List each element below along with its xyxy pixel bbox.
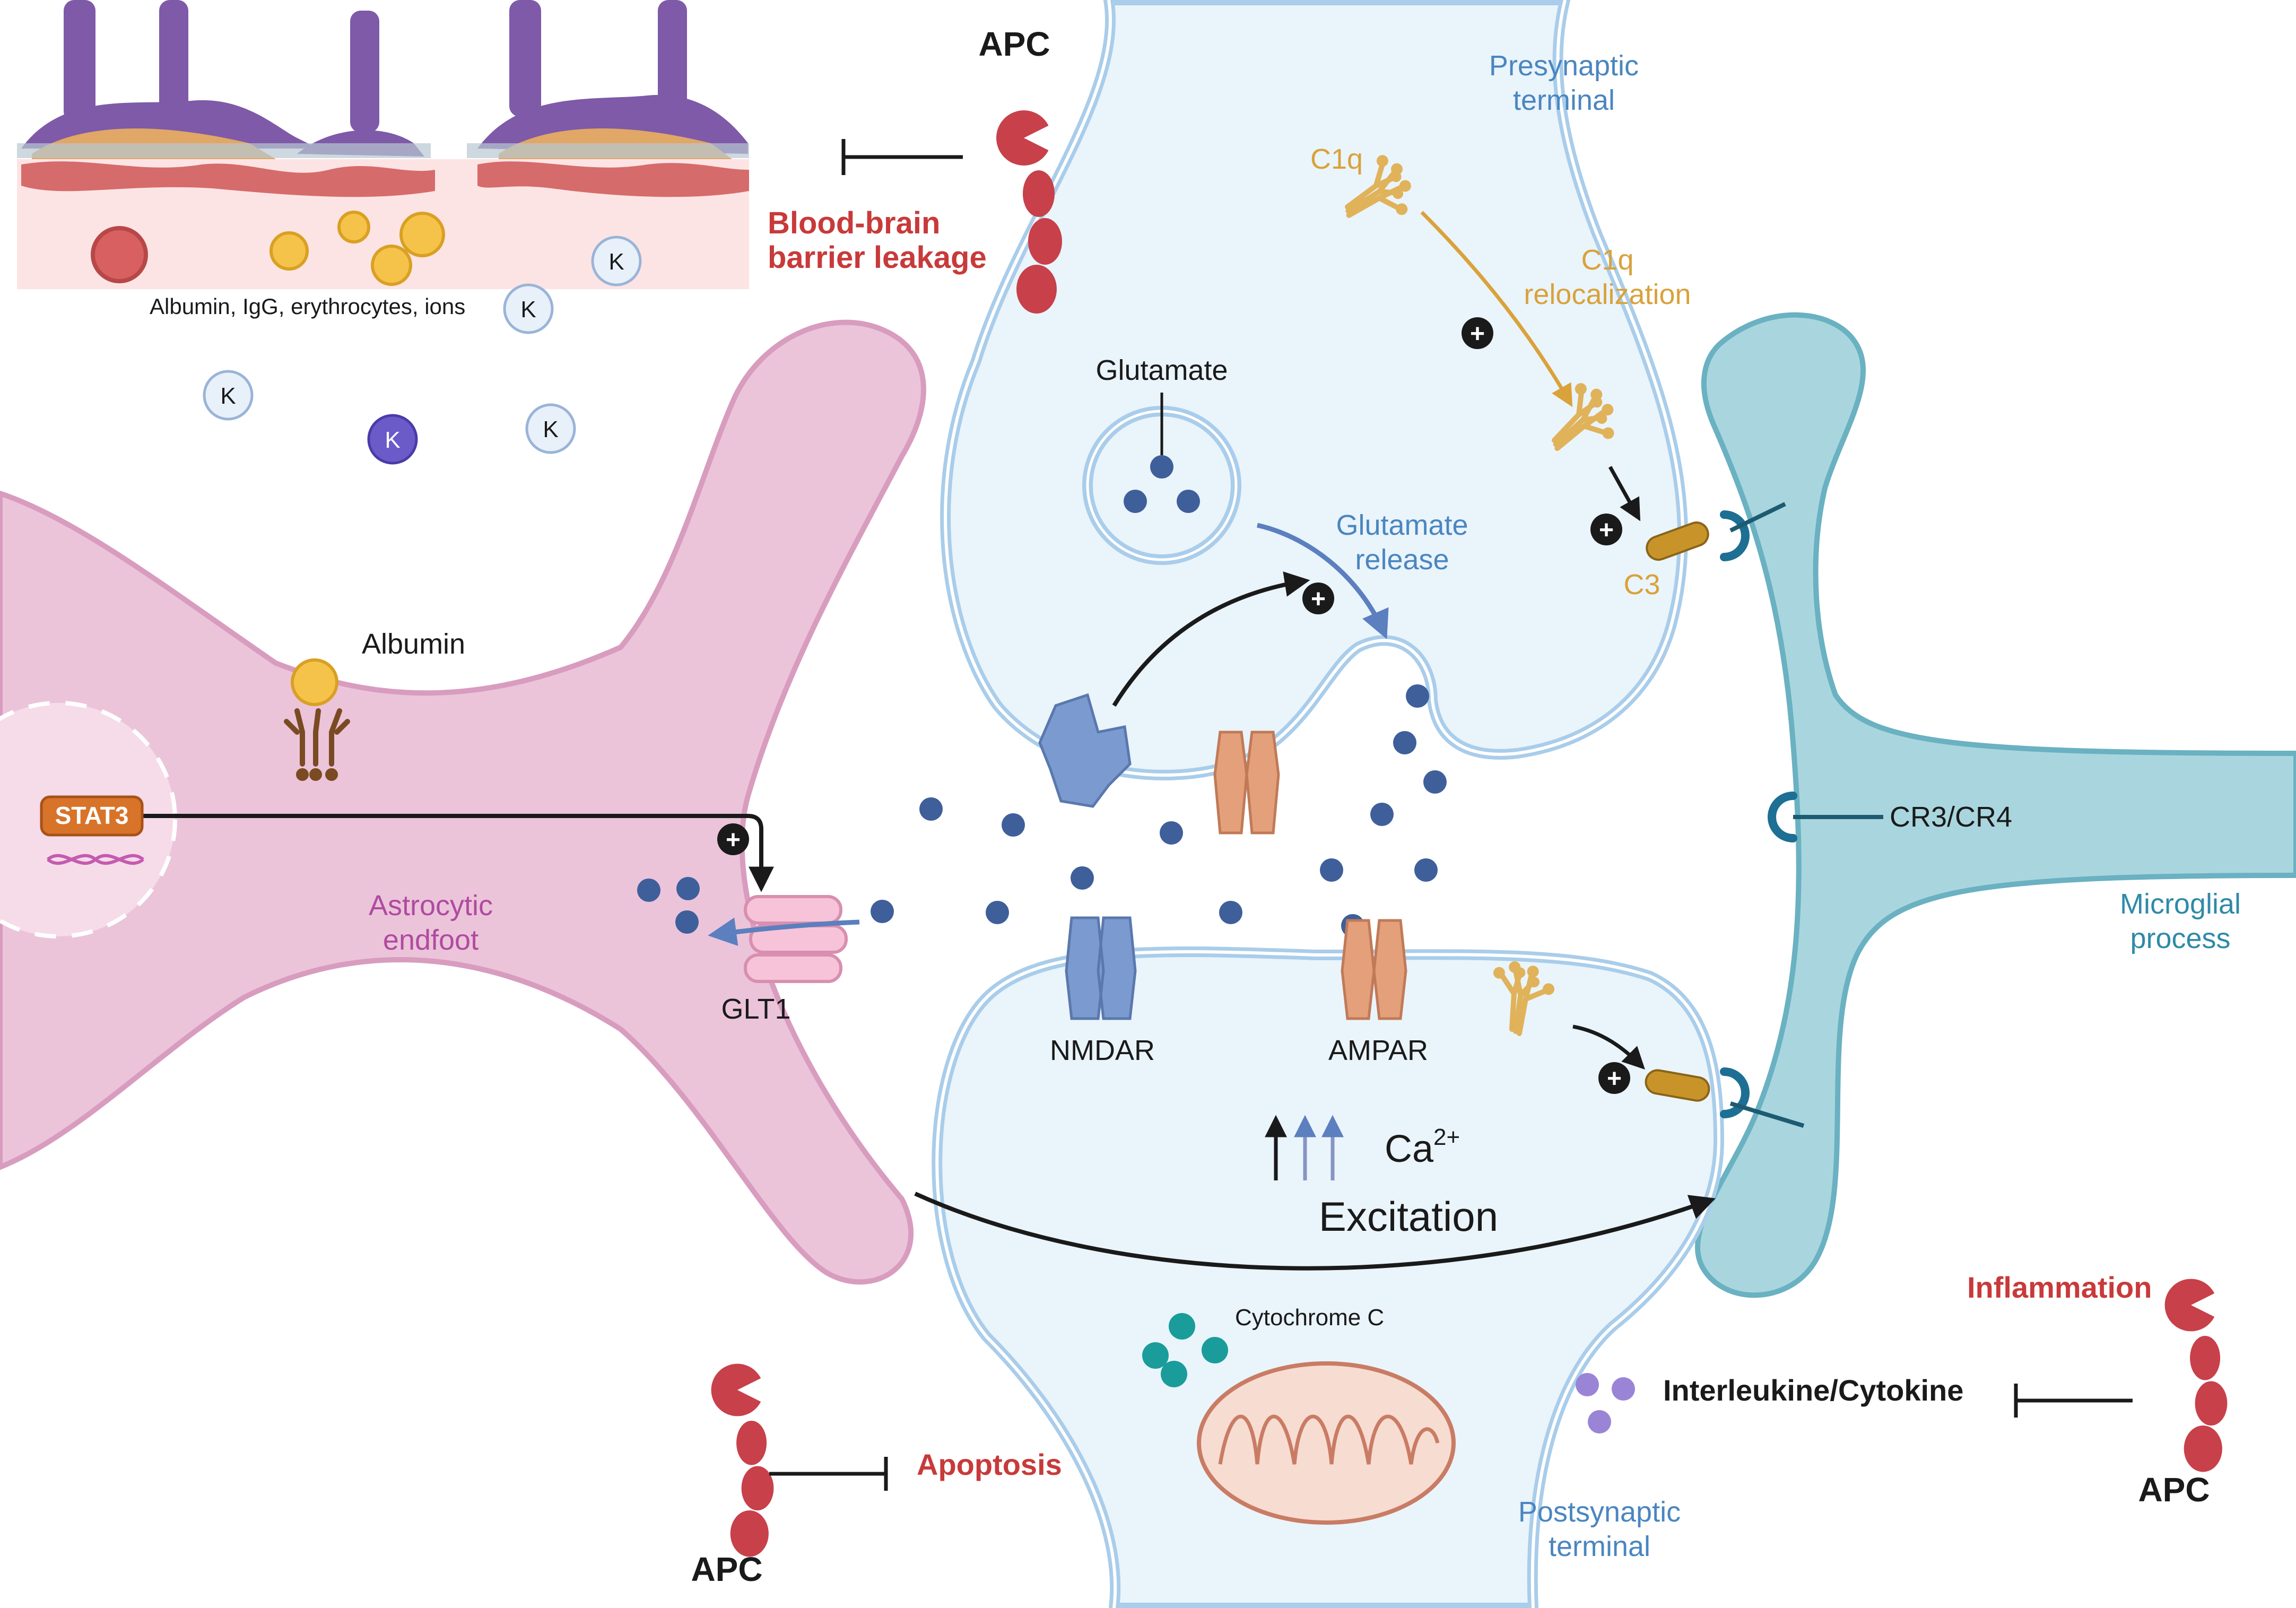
cr3-receptor-top [1724,502,1786,557]
svg-text:+: + [726,826,741,854]
nmdar-label: NMDAR [1050,1035,1155,1066]
svg-text:K: K [608,249,624,275]
inhibit-bbb [841,139,963,175]
svg-text:K: K [520,297,536,323]
presynaptic-label: Presynaptic [1489,50,1639,82]
ion-k: K [591,236,642,286]
ampar-cleft [1213,731,1280,835]
svg-text:K: K [385,427,400,453]
cytochrome-c-molecules [1142,1313,1228,1387]
apc-bottom-left-label: APC [691,1550,762,1588]
ion-k: K [203,370,254,421]
ion-k: K [367,414,418,465]
plus-sign-release: + [1302,583,1334,614]
glutamate-label: Glutamate [1095,354,1228,386]
nmdar-to-release-arrow [1112,571,1310,707]
potassium-ions: K K K K K [203,236,642,465]
glt1-uptake-arrow [708,917,860,946]
c1q-relocalization-label-2: relocalization [1524,279,1691,310]
interleukine-label: Interleukine/Cytokine [1663,1374,1963,1407]
microglial-process-label-2: process [2130,923,2230,954]
plus-sign-stat3: + [717,823,749,855]
glutamate-release-label: Glutamate [1336,509,1468,541]
svg-text:+: + [1470,320,1485,348]
microglial-process-label: Microglial [2120,888,2241,920]
svg-text:STAT3: STAT3 [55,802,129,829]
excitation-arrow [914,1192,1716,1271]
ion-k: K [503,283,554,334]
postsynaptic-label-2: terminal [1549,1531,1650,1562]
presynaptic-label-2: terminal [1513,84,1615,116]
c1q-label: C1q [1310,143,1363,175]
glutamate-release-label-2: release [1355,544,1449,576]
calcium-label: Ca2+ [1385,1124,1460,1170]
cytochrome-c-label: Cytochrome C [1235,1305,1384,1331]
cr3-receptor-bottom [1724,1072,1805,1128]
albumin-receptor [284,658,350,781]
plus-sign-c3-bottom: + [1598,1062,1630,1094]
svg-text:+: + [1311,585,1326,613]
c1q-relocalization-label: C1q [1581,244,1633,276]
svg-text:+: + [1599,516,1614,544]
inhibit-cytokine [2014,1384,2133,1418]
bbb-panel [17,0,749,289]
bbb-leakage-label: Blood-brain [768,206,940,240]
inhibit-apoptosis [769,1457,888,1491]
c1q-to-c3-arrow-top [1608,466,1641,521]
calcium-rise-arrows [1265,1115,1344,1180]
apoptosis-label: Apoptosis [917,1448,1062,1481]
cr3cr4-label: CR3/CR4 [1890,801,2012,833]
apc-protein-bottom-left [711,1363,774,1557]
bbb-leakage-label-2: barrier leakage [768,240,987,275]
albumin-label: Albumin [362,628,465,660]
postsynaptic-label: Postsynaptic [1518,1496,1681,1528]
presynaptic-terminal [940,0,1689,780]
svg-text:+: + [1607,1065,1622,1093]
svg-text:K: K [543,416,558,442]
glt1-transporter [744,895,848,983]
plus-sign-c3-top: + [1590,514,1622,545]
plus-sign-c1q: + [1462,317,1493,349]
ion-k: K [525,403,576,454]
astrocytic-endfoot-label-2: endfoot [383,924,479,956]
cr3-receptor-middle [1772,796,1883,838]
apc-protein-bottom-right [2164,1279,2228,1472]
leak-contents-label: Albumin, IgG, erythrocytes, ions [150,294,465,319]
dna-icon [47,854,144,865]
nmdar-presynaptic [1038,693,1132,808]
nmdar-postsynaptic [1065,916,1137,1020]
c1q-relocalization-arrow [1420,211,1573,407]
svg-text:K: K [220,383,236,409]
mitochondrion [1197,1361,1456,1525]
c1q-to-c3-arrow-bottom [1572,1024,1645,1070]
apc-bottom-right-label: APC [2138,1471,2210,1509]
ampar-label: AMPAR [1328,1035,1428,1066]
excitation-label: Excitation [1319,1193,1498,1240]
microglial-process [1695,312,2296,1298]
postsynaptic-terminal [932,946,1725,1608]
ampar-postsynaptic [1341,919,1407,1020]
glutamate-release-arrow [1257,523,1389,639]
c3-label: C3 [1623,569,1660,601]
stat3-arrow [143,814,774,892]
cytokine-molecules [1576,1373,1635,1433]
apc-top-label: APC [978,25,1050,63]
stat3-badge: STAT3 [40,795,144,837]
inflammation-label: Inflammation [1967,1271,2152,1304]
astrocytic-endfoot-label: Astrocytic [369,890,493,922]
glt1-label: GLT1 [721,993,790,1025]
